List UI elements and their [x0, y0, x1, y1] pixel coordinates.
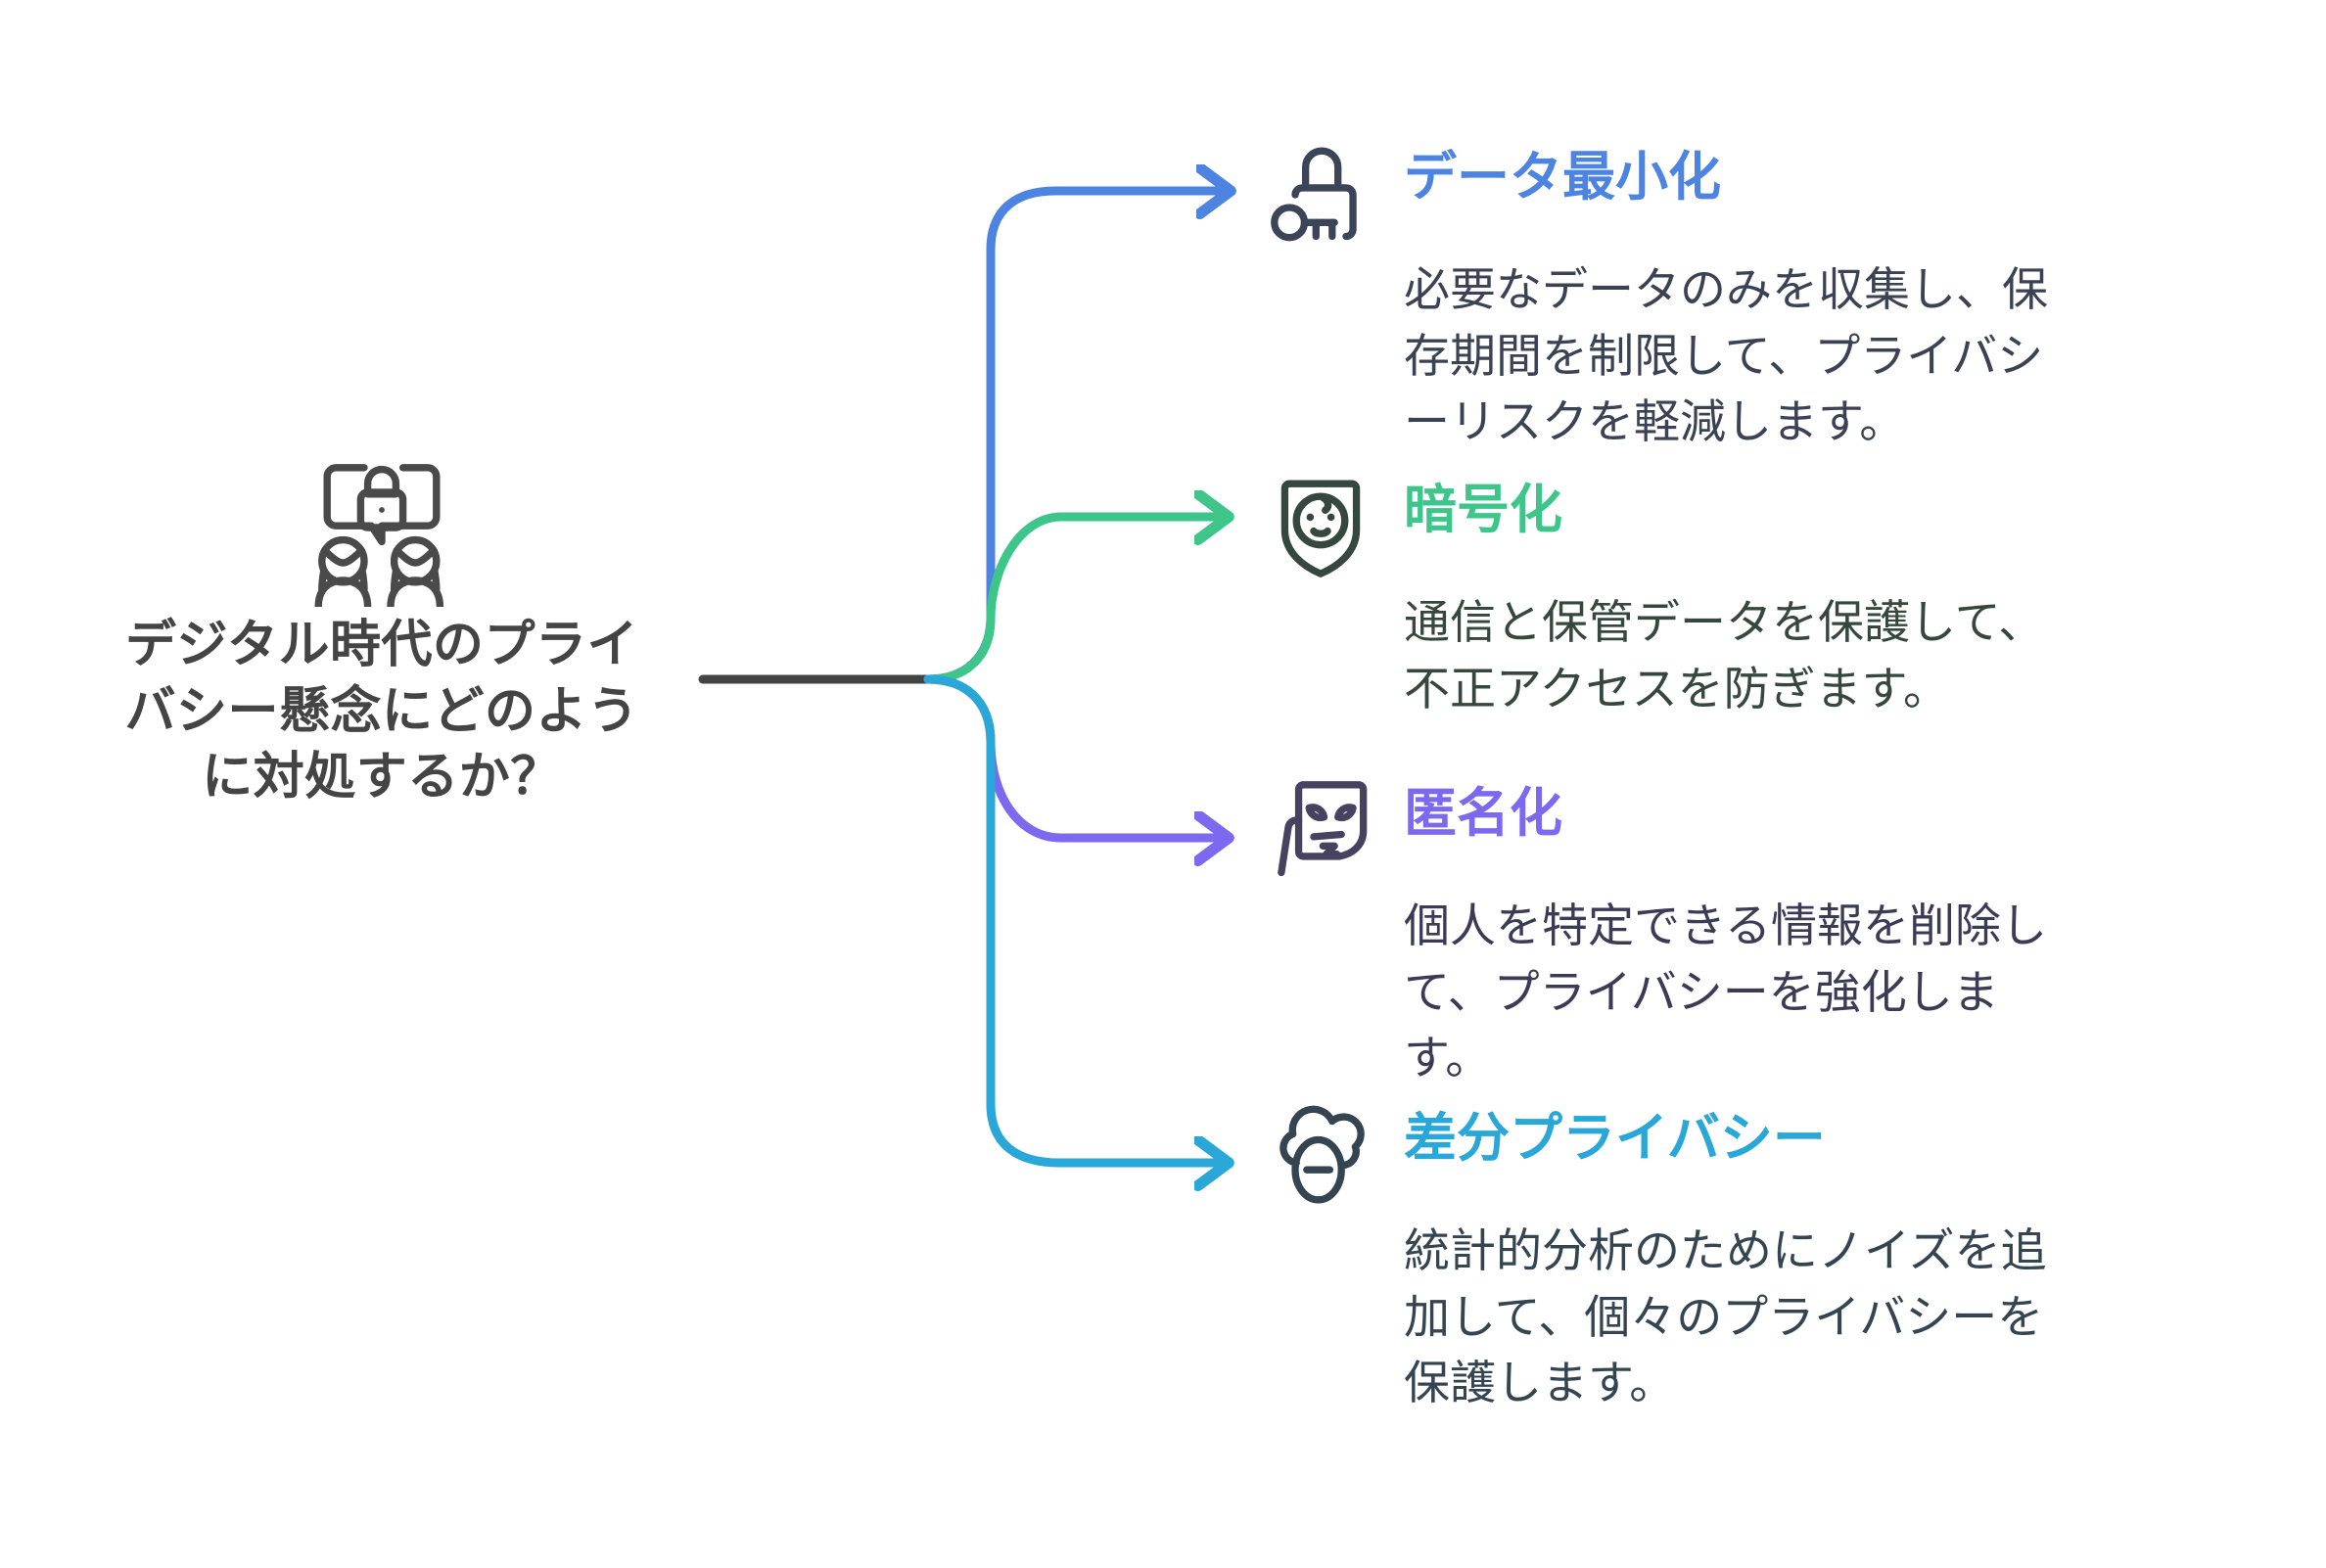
branch-description: 通信と保管データを保護して、不正アクセスを防ぎます。: [1404, 596, 2045, 715]
branch-description: 必要なデータのみを収集し、保存期間を制限して、プライバシーリスクを軽減します。: [1404, 263, 2048, 448]
shield-with-face-icon: [1280, 480, 1361, 577]
connector-anonymization: [923, 674, 1222, 838]
branch-header: 暗号化: [1263, 470, 2075, 587]
branch-data-minimization: データ最小化 必要なデータのみを収集し、保存期間を制限して、プライバシーリスクを…: [1263, 137, 2075, 455]
theater-mask-icon: [1278, 781, 1368, 877]
branch-label: 暗号化: [1404, 481, 1562, 539]
connector-data-minimization: [923, 191, 1224, 684]
branch-label: データ最小化: [1404, 148, 1721, 207]
branch-description: 個人を特定できる情報を削除して、プライバシーを強化します。: [1404, 899, 2048, 1084]
root-node: デジタル時代のプライ バシー懸念にどのよう に対処するか？: [59, 431, 705, 811]
branch-label: 差分プライバシー: [1404, 1109, 1826, 1168]
branch-differential-privacy: 差分プライバシー 統計的分析のためにノイズを追加して、個々のプライバシーを保護し…: [1263, 1098, 2075, 1416]
root-title: デジタル時代のプライ バシー懸念にどのよう に対処するか？: [124, 617, 639, 807]
branch-header: 匿名化: [1263, 773, 2075, 891]
connector-encryption: [923, 517, 1222, 684]
connector-differential-privacy: [923, 674, 1222, 1163]
branch-anonymization: 匿名化 個人を特定できる情報を削除して、プライバシーを強化します。: [1263, 773, 2075, 1091]
branch-header: 差分プライバシー: [1263, 1098, 2075, 1216]
branch-description: 統計的分析のためにノイズを追加して、個々のプライバシーを保護します。: [1404, 1224, 2047, 1409]
padlock-with-key-icon: [1271, 147, 1357, 242]
people-with-lock-speech-bubble-icon: [314, 464, 444, 607]
branch-encryption: 暗号化 通信と保管データを保護して、不正アクセスを防ぎます。: [1263, 470, 2075, 721]
branch-label: 匿名化: [1404, 784, 1562, 843]
branch-header: データ最小化: [1263, 137, 2075, 254]
cloud-with-minus-icon: [1279, 1105, 1365, 1204]
